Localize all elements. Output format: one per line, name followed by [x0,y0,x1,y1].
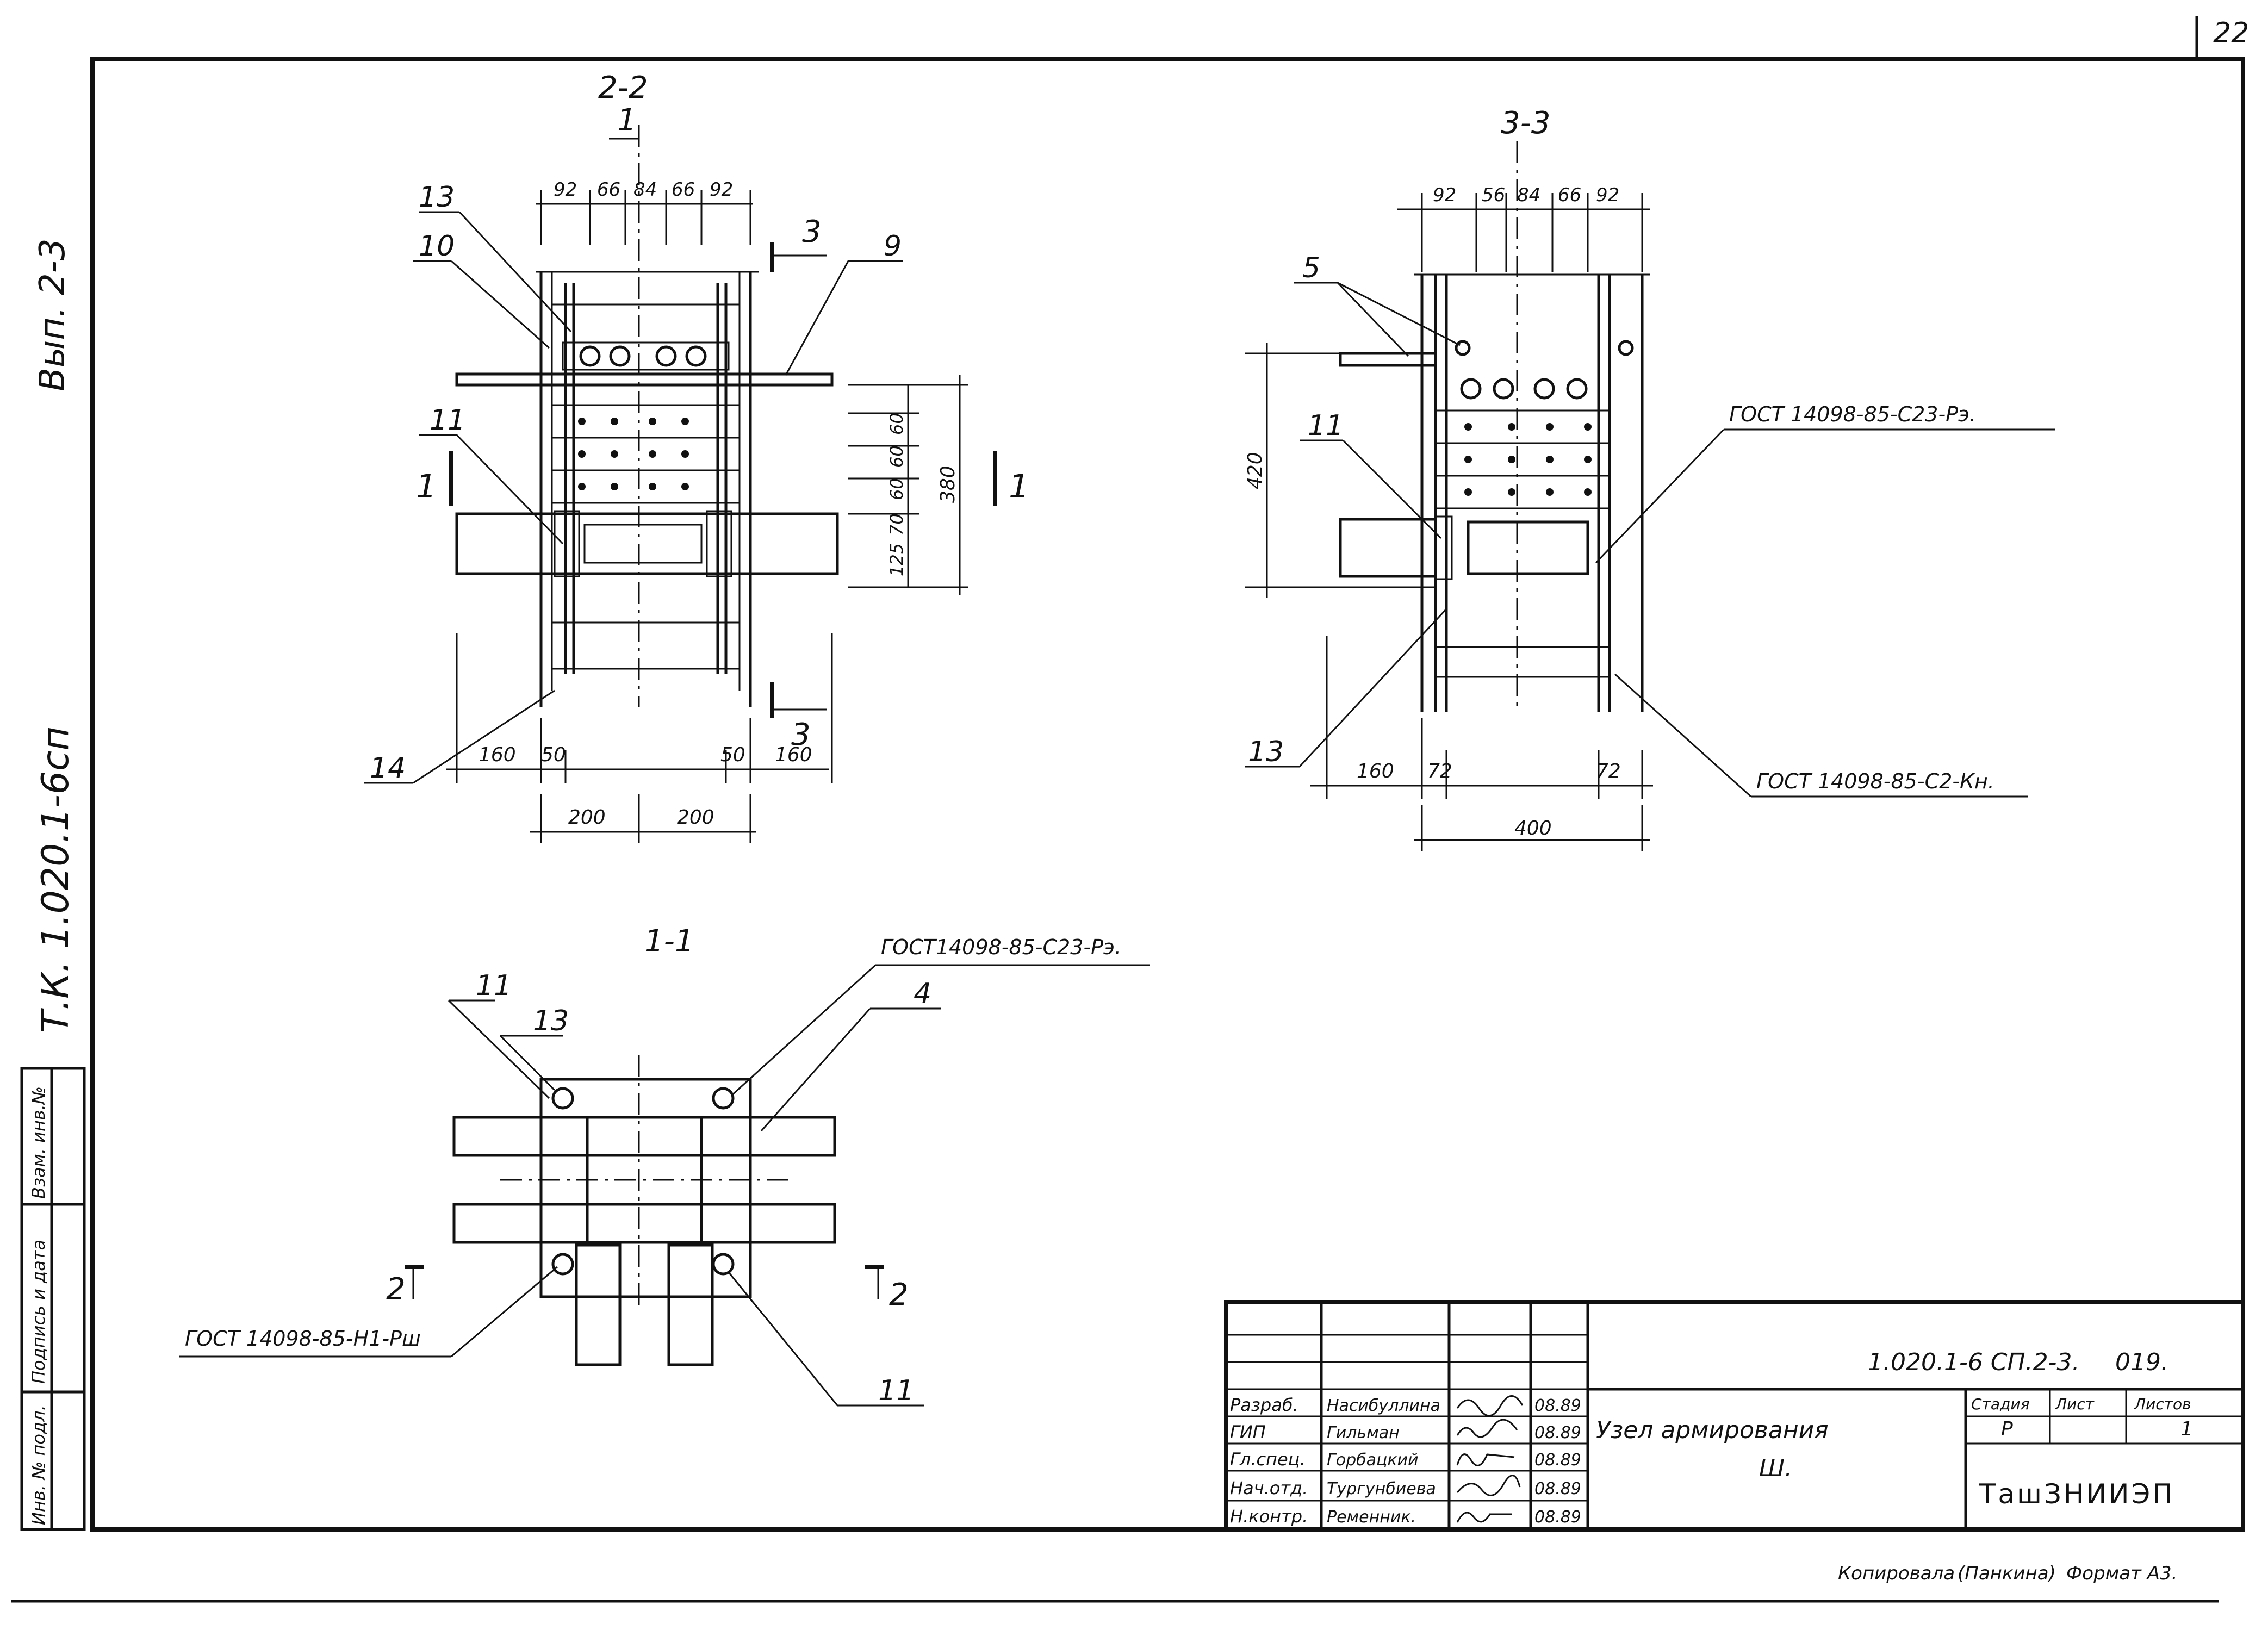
cut-3-top: 3 [802,214,822,250]
dim-2-2-bottom-2: 50 [541,744,566,766]
dim-2-2-bottom-1: 160 [479,744,516,766]
dim-3-3-top-3: 84 [1517,184,1540,206]
sheets-value: 1 [2180,1418,2193,1440]
footer-copied: Копировала [1838,1563,1955,1584]
callout-2-2-10: 10 [419,230,455,263]
doc-num: 019. [2115,1348,2168,1376]
dim-2-2-top-2: 66 [597,179,620,201]
dim-2-2-bottom-4: 160 [775,744,812,766]
dim-2-2-top-1: 92 [554,179,577,201]
callout-2-2-9: 9 [884,230,902,263]
dim-2-2-bottom2-1: 200 [568,806,606,829]
footer-copier: (Панкина) [1958,1563,2056,1584]
dim-2-2-bottom2-2: 200 [677,806,714,829]
date-2: 08.89 [1534,1423,1581,1442]
role-2: ГИП [1230,1422,1266,1442]
callout-3-3-5: 5 [1302,252,1320,284]
issue-label: Вып. 2-3 [33,239,73,392]
callout-2-2-13: 13 [419,181,455,214]
series-label: Т.К. 1.020.1-6сп [34,726,77,1033]
dim-2-2-right-4: 70 [886,513,907,536]
date-4: 08.89 [1534,1479,1581,1498]
callout-1-1-13: 13 [533,1005,569,1037]
dim-3-3-bottom-3: 72 [1596,760,1621,782]
name-5: Ременник. [1327,1508,1416,1527]
page-number: 22 [2213,17,2249,49]
role-4: Нач.отд. [1230,1478,1308,1498]
section-2-2-axis: 1 [617,103,637,138]
name-4: Тургунбиева [1327,1479,1436,1498]
dim-2-2-right-2: 60 [886,445,907,468]
cut-2-right: 2 [889,1277,909,1313]
dim-2-2-top-4: 66 [672,179,695,201]
callout-1-1-11-top: 11 [476,969,512,1002]
section-3-3: 3-3 92 56 84 66 92 [1244,105,2055,851]
stage-label: Стадия [1971,1395,2029,1413]
signatures [1456,1395,1524,1523]
name-3: Горбацкий [1327,1451,1419,1470]
node-title-1: Узел армирования [1596,1416,1829,1444]
role-3: Гл.спец. [1230,1449,1306,1470]
dim-3-3-top-2: 56 [1482,184,1505,206]
sheets-label: Листов [2134,1395,2191,1413]
stamp-field-1: Инв. № подл. [28,1405,49,1525]
left-stamp-box: Инв. № подл. Подпись и дата Взам. инв.№ [20,1067,86,1531]
date-1: 08.89 [1534,1396,1581,1415]
section-1-1-title: 1-1 [644,924,694,959]
footer: Копировала (Панкина) Формат А3. [1838,1563,2177,1584]
gost-3-3-bottom: ГОСТ 14098-85-С2-Кн. [1756,769,1994,793]
doc-code: 1.020.1-6 СП.2-3. [1868,1348,2079,1376]
role-1: Разраб. [1230,1395,1298,1415]
cut-2-left: 2 [386,1272,406,1307]
gost-1-1-left: ГОСТ 14098-85-Н1-Рш [185,1327,421,1351]
name-2: Гильман [1327,1423,1400,1442]
node-title-2: Ш. [1759,1454,1792,1482]
callout-1-1-11-bottom: 11 [878,1374,914,1407]
organization: ТашЗНИИЭП [1979,1478,2175,1510]
dim-2-2-total: 380 [937,465,959,503]
stamp-field-3: Взам. инв.№ [28,1086,49,1199]
dim-2-2-right-3: 60 [886,478,907,500]
dim-2-2-right-1: 60 [886,413,907,435]
cut-3-bottom: 3 [791,717,811,752]
dim-2-2-top-3: 84 [633,179,657,201]
callout-1-1-4: 4 [914,978,931,1010]
callout-3-3-13: 13 [1248,736,1284,768]
stage-value: Р [2001,1418,2013,1440]
callout-2-2-11: 11 [430,404,465,437]
role-5: Н.контр. [1230,1506,1308,1527]
drawing-frame [11,16,2245,1603]
section-2-2-title: 2-2 [598,70,648,105]
dim-3-3-bottom-1: 160 [1357,760,1394,782]
dim-3-3-bottom-2: 72 [1427,760,1452,782]
dim-3-3-total: 400 [1514,817,1552,839]
dim-2-2-right-5: 125 [886,543,907,576]
footer-format: Формат А3. [2066,1563,2177,1584]
dim-3-3-top-4: 66 [1558,184,1581,206]
dim-3-3-top-5: 92 [1596,184,1619,206]
dim-3-3-left: 420 [1244,452,1266,489]
date-3: 08.89 [1534,1451,1581,1470]
section-1-1: 1-1 2 2 11 13 ГОСТ14098-85-С23-Рэ. 4 [179,924,1150,1407]
cut-1-left: 1 [416,468,437,506]
date-5: 08.89 [1534,1508,1581,1527]
dim-2-2-bottom-3: 50 [720,744,745,766]
section-2-2: 2-2 1 92 66 84 66 92 [364,70,1029,843]
gost-3-3-top: ГОСТ 14098-85-С23-Рэ. [1729,402,1976,426]
gost-1-1-top: ГОСТ14098-85-С23-Рэ. [881,935,1121,959]
cut-1-right: 1 [1009,468,1029,506]
sheet-label: Лист [2055,1395,2095,1413]
stamp-field-2: Подпись и дата [28,1240,49,1384]
callout-2-2-14: 14 [370,752,406,785]
rebar-dots-3-3 [1464,423,1592,496]
callout-3-3-11: 11 [1308,409,1344,442]
title-block: 1.020.1-6 СП.2-3. 019. Разраб. ГИП Гл.сп… [1224,1300,2245,1532]
name-1: Насибуллина [1327,1396,1440,1415]
dim-2-2-top-5: 92 [710,179,733,201]
section-3-3-title: 3-3 [1501,105,1550,141]
rebar-dots-2-2 [578,418,689,490]
dim-3-3-top-1: 92 [1433,184,1456,206]
